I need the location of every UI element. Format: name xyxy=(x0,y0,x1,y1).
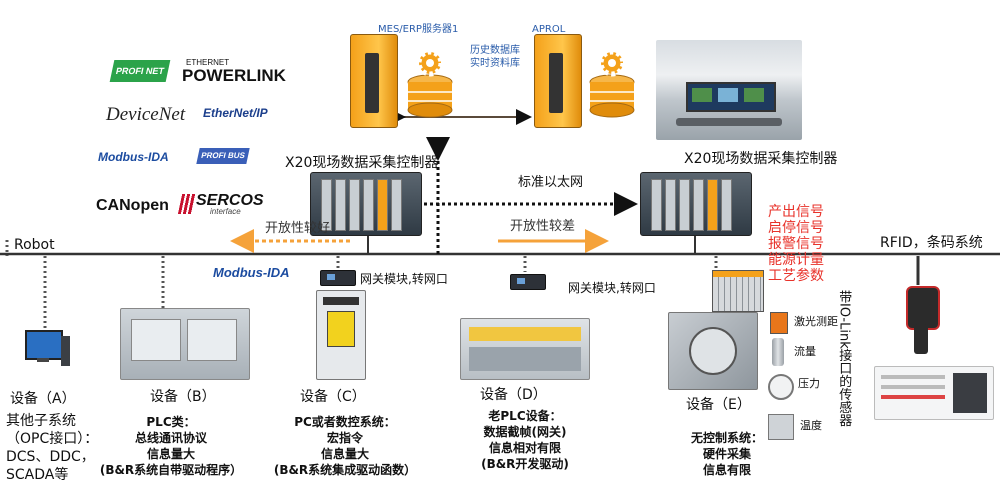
device-a-desc-line: （OPC接口）： xyxy=(6,431,99,447)
mes-gear-icon xyxy=(416,49,444,77)
device-c-desc-line: PC或者数控系统： xyxy=(294,415,396,429)
ethernetip-logo: EtherNet/IP xyxy=(203,106,268,120)
device-b-desc-line: 信息量大 xyxy=(146,447,195,461)
aprol-server-icon[interactable] xyxy=(534,34,582,128)
temperature-sensor-icon xyxy=(768,414,794,440)
mes-server-label: MES/ERP服务器1 xyxy=(378,24,459,35)
device-a-computer-icon[interactable] xyxy=(25,330,70,370)
device-e-machine-image[interactable] xyxy=(668,312,758,390)
pressure-sensor-icon xyxy=(768,374,794,400)
device-e-desc: 无控制系统： 硬件采集 信息有限 xyxy=(672,430,782,478)
device-c-cnc-image[interactable] xyxy=(316,290,366,380)
gateway-d-label: 网关模块,转网口 xyxy=(568,281,656,295)
device-a-desc: 其他子系统 （OPC接口）： DCS、DDC， SCADA等 xyxy=(6,412,98,484)
device-e-desc-line: 信息有限 xyxy=(702,463,751,477)
device-a-title: 设备（A） xyxy=(10,391,76,407)
device-e-desc-line: 无控制系统： xyxy=(690,431,763,445)
profinet-logo: PROFI NET xyxy=(109,60,171,82)
rfid-label: RFID，条码系统 xyxy=(880,235,983,251)
device-d-desc-line: 数据截帧(网关) xyxy=(483,425,567,439)
profibus-logo: PROFI BUS xyxy=(196,148,250,164)
device-c-desc-line: (B&R系统集成驱动函数） xyxy=(273,463,417,477)
device-c-desc-line: 宏指令 xyxy=(326,431,363,445)
gateway-c-icon[interactable] xyxy=(320,270,356,286)
device-d-line-image[interactable] xyxy=(460,318,590,380)
devicenet-logo: DeviceNet xyxy=(106,104,186,125)
mes-server-icon[interactable] xyxy=(350,34,398,128)
signal-list: 产出信号 启停信号 报警信号 能源计量 工艺参数 xyxy=(768,204,824,284)
powerlink-logo: POWERLINK xyxy=(182,66,286,85)
device-a-desc-line: SCADA等 xyxy=(6,467,69,483)
device-a-desc-line: 其他子系统 xyxy=(6,413,76,429)
realtime-db-label: 实时资料库 xyxy=(470,58,520,69)
right-controller-label: X20现场数据采集控制器 xyxy=(684,151,838,167)
ethernet-label: 标准以太网 xyxy=(518,175,584,190)
device-b-desc-line: PLC类： xyxy=(146,415,196,429)
modbus-logo-bottom: Modbus-IDA xyxy=(213,265,290,280)
device-c-desc: PC或者数控系统： 宏指令 信息量大 (B&R系统集成驱动函数） xyxy=(262,414,428,478)
signal-item: 报警信号 xyxy=(768,236,824,252)
signal-item: 能源计量 xyxy=(768,252,824,268)
device-d-desc-line: 老PLC设备： xyxy=(488,409,562,423)
canopen-logo: CANopen xyxy=(96,197,169,214)
laser-sensor-label: 激光测距 xyxy=(794,315,838,328)
device-d-desc: 老PLC设备： 数据截帧(网关) 信息相对有限 (B&R开发驱动) xyxy=(450,408,600,472)
openness-better-label: 开放性较好 xyxy=(265,221,331,236)
device-d-desc-line: 信息相对有限 xyxy=(488,441,561,455)
flow-sensor-label: 流量 xyxy=(794,345,816,358)
device-c-desc-line: 信息量大 xyxy=(320,447,369,461)
device-d-desc-line: (B&R开发驱动) xyxy=(481,457,569,471)
aprol-database-icon xyxy=(589,74,635,118)
modbus-logo-top: Modbus-IDA xyxy=(98,150,169,164)
robot-label: Robot xyxy=(14,237,55,253)
device-e-desc-line: 硬件采集 xyxy=(702,447,751,461)
iolink-sensor-label: 带IO-Link接口的传感器 xyxy=(836,290,852,427)
signal-item: 工艺参数 xyxy=(768,268,824,284)
sercos-logo: SERCOS xyxy=(196,192,264,209)
powerlink-top-text: ETHERNET xyxy=(186,58,230,67)
device-b-machine-image[interactable] xyxy=(120,308,250,380)
barcode-printer-image[interactable] xyxy=(874,366,994,420)
aprol-gear-icon xyxy=(598,49,626,77)
laser-sensor-icon xyxy=(770,312,788,334)
signal-item: 产出信号 xyxy=(768,204,824,220)
pressure-sensor-label: 压力 xyxy=(798,377,820,390)
mes-database-icon xyxy=(407,74,453,118)
left-controller-label: X20现场数据采集控制器 xyxy=(285,155,439,171)
temperature-sensor-label: 温度 xyxy=(800,419,822,432)
device-b-desc-line: 总线通讯协议 xyxy=(134,431,207,445)
device-e-title: 设备（E） xyxy=(686,397,751,413)
device-a-desc-line: DCS、DDC， xyxy=(6,449,95,465)
history-db-label: 历史数据库 xyxy=(470,45,520,56)
rfid-scanner-icon[interactable] xyxy=(900,286,942,356)
right-controller-icon[interactable] xyxy=(640,172,752,236)
device-b-desc-line: (B&R系统自带驱动程序） xyxy=(99,463,243,477)
control-room-image xyxy=(656,40,802,140)
device-d-title: 设备（D） xyxy=(480,387,547,403)
signal-item: 启停信号 xyxy=(768,220,824,236)
device-c-title: 设备（C） xyxy=(300,389,366,405)
device-b-desc: PLC类： 总线通讯协议 信息量大 (B&R系统自带驱动程序） xyxy=(88,414,254,478)
sercos-sub-text: interface xyxy=(210,207,241,216)
left-controller-icon[interactable] xyxy=(310,172,422,236)
device-b-title: 设备（B） xyxy=(150,389,216,405)
openness-worse-label: 开放性较差 xyxy=(510,219,576,234)
device-e-io-module[interactable] xyxy=(712,270,764,312)
gateway-d-icon[interactable] xyxy=(510,274,546,290)
flow-sensor-icon xyxy=(772,338,784,366)
gateway-c-label: 网关模块,转网口 xyxy=(360,272,448,286)
aprol-label: APROL xyxy=(532,24,566,35)
